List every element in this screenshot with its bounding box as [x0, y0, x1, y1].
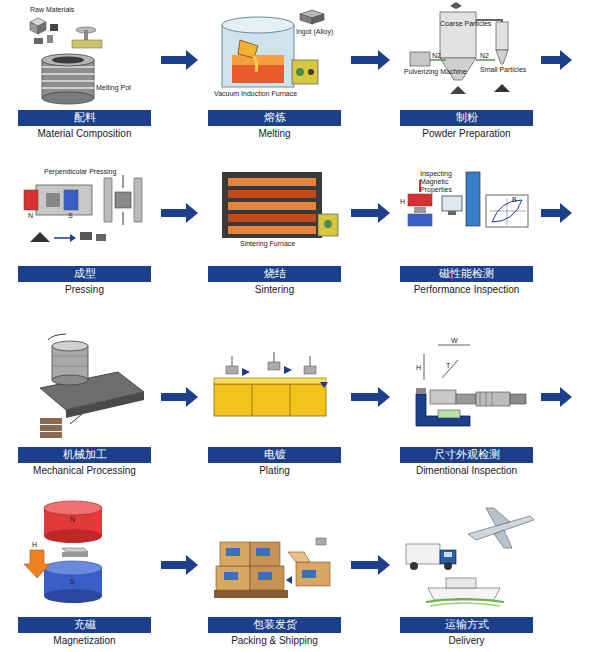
step-label-bar: 包装发货	[208, 617, 341, 633]
step-label-bar: 熔炼	[208, 110, 341, 126]
illustration-label: Perpendicular Pressing	[44, 168, 116, 176]
illustration-label: B	[512, 196, 517, 204]
illustration-label: Inspecting Magnetic Properties	[420, 170, 462, 194]
process-step: 运输方式 Delivery	[400, 500, 533, 651]
press-drawing	[24, 175, 142, 242]
step-english-label: Melting	[208, 128, 341, 140]
step-english-label: Sintering	[208, 284, 341, 296]
illustration-label: S	[70, 578, 75, 586]
step-english-label: Magnetization	[18, 635, 151, 647]
illustration-label: Ingot (Alloy)	[296, 28, 333, 36]
step-english-label: Delivery	[400, 635, 533, 647]
step-english-label: Material Composition	[18, 128, 151, 140]
illustration-label: Small Particles	[480, 66, 526, 74]
process-step: 熔炼 Melting	[208, 0, 341, 144]
process-step: 电镀 Plating	[208, 330, 341, 481]
illustration-label: Vacuum Induction Furnace	[214, 90, 297, 98]
row-end-arrow	[541, 387, 572, 407]
step-english-label: Pressing	[18, 284, 151, 296]
illustration-label: N2	[480, 52, 489, 60]
flow-arrow	[161, 555, 198, 575]
micrometer-drawing	[416, 345, 526, 426]
process-step: 配料 Material Composition	[18, 0, 151, 144]
process-step: 尺寸外观检测 Dimentional Inspection	[400, 330, 533, 481]
step-label-bar: 制粉	[400, 110, 533, 126]
step-label-bar: 运输方式	[400, 617, 533, 633]
illustration-label: H	[32, 541, 37, 549]
vacuum-furnace-drawing	[222, 10, 324, 87]
process-step: 烧结 Sintering	[208, 160, 341, 300]
plating-tank-drawing	[214, 352, 328, 416]
flow-arrow	[161, 50, 198, 70]
illustration-label: Coarse Particles	[440, 20, 491, 28]
step-label-bar: 机械加工	[18, 447, 151, 463]
illustration-label: Pulverizing Machine	[404, 68, 467, 76]
illustration-label: Sintering Furnace	[240, 240, 295, 248]
flow-arrow	[351, 50, 390, 70]
step-english-label: Dimentional Inspection	[400, 465, 533, 477]
step-label-bar: 成型	[18, 266, 151, 282]
flow-arrow	[161, 203, 198, 223]
flow-arrow	[351, 203, 390, 223]
process-step: 充磁 Magnetization	[18, 500, 151, 651]
process-step: 机械加工 Mechanical Processing	[18, 330, 151, 481]
step-label-bar: 烧结	[208, 266, 341, 282]
illustration-label: H	[400, 198, 405, 206]
sintering-furnace-drawing	[222, 172, 338, 238]
step-label-bar: 尺寸外观检测	[400, 447, 533, 463]
illustration-label: Raw Materials	[30, 6, 74, 14]
flow-arrow	[351, 387, 390, 407]
delivery-drawing	[406, 508, 534, 606]
row-end-arrow	[541, 50, 572, 70]
flow-arrow	[161, 387, 198, 407]
pulverizer-drawing	[410, 2, 510, 94]
illustration-label: N	[70, 516, 75, 524]
step-english-label: Plating	[208, 465, 341, 477]
illustration-label: S	[68, 212, 73, 220]
illustration-label: H	[416, 364, 421, 372]
melting-pot-drawing	[42, 54, 94, 104]
illustration-label: N	[28, 212, 33, 220]
illustration-label: W	[451, 337, 458, 345]
illustration-label: T	[446, 362, 450, 370]
grinding-machine-drawing	[40, 334, 144, 438]
magnetizer-drawing	[24, 501, 102, 603]
step-label-bar: 电镀	[208, 447, 341, 463]
step-label-bar: 配料	[18, 110, 151, 126]
process-step: 磁性能检测 Performance Inspection	[400, 160, 533, 300]
packing-drawing	[214, 538, 330, 598]
step-english-label: Powder Preparation	[400, 128, 533, 140]
process-step: 包装发货 Packing & Shipping	[208, 500, 341, 651]
step-english-label: Packing & Shipping	[208, 635, 341, 647]
illustration-label: N2	[432, 52, 441, 60]
process-step: 成型 Pressing	[18, 160, 151, 300]
flow-arrow	[351, 555, 390, 575]
row-end-arrow	[541, 203, 572, 223]
illustration-label: Melting Pot	[96, 84, 131, 92]
step-english-label: Mechanical Processing	[18, 465, 151, 477]
step-label-bar: 充磁	[18, 617, 151, 633]
raw-materials-drawing	[30, 18, 102, 48]
step-english-label: Performance Inspection	[400, 284, 533, 296]
step-label-bar: 磁性能检测	[400, 266, 533, 282]
